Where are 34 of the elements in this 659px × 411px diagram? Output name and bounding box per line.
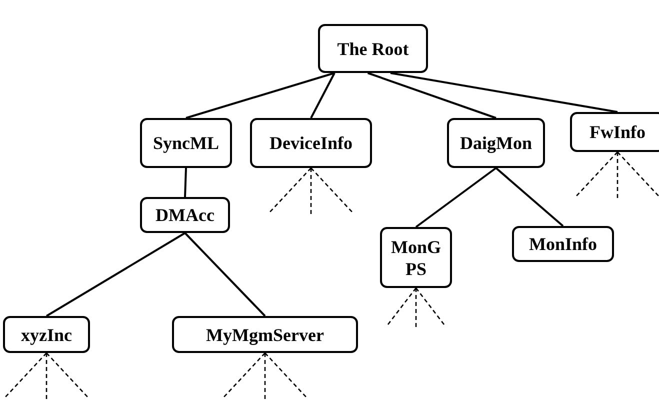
- tree-node-box: The Root: [318, 24, 428, 73]
- dashed-line: [617, 152, 659, 198]
- connector-line: [367, 72, 496, 119]
- dashed-line: [616, 152, 618, 200]
- tree-node-box: FwInfo: [570, 112, 659, 152]
- tree-node-box: DaigMon: [447, 118, 545, 168]
- tree-node-box: DMAcc: [140, 197, 230, 233]
- tree-node-box: xyzInc: [3, 316, 90, 353]
- connector-line: [184, 168, 187, 198]
- dashed-line: [264, 352, 308, 398]
- tree-node-box: DeviceInfo: [250, 118, 372, 168]
- dashed-line: [386, 288, 417, 327]
- connector-line: [184, 232, 266, 317]
- dashed-line: [222, 352, 266, 398]
- connector-line: [310, 72, 336, 118]
- dashed-line: [415, 288, 417, 329]
- dashed-line: [46, 352, 89, 398]
- dashed-line: [46, 353, 48, 401]
- dashed-line: [4, 352, 47, 398]
- tree-node-box: MonG PS: [380, 227, 452, 288]
- dashed-line: [310, 168, 312, 216]
- dashed-line: [268, 168, 312, 214]
- connector-line: [415, 167, 497, 228]
- connector-line: [495, 167, 564, 227]
- connector-line: [390, 72, 618, 113]
- connector-line: [46, 232, 186, 317]
- dashed-line: [264, 353, 266, 401]
- tree-node-box: MonInfo: [512, 226, 614, 262]
- dashed-line: [575, 152, 618, 198]
- connector-line: [186, 72, 335, 119]
- tree-node-box: SyncML: [140, 118, 232, 168]
- dashed-line: [310, 168, 354, 214]
- tree-node-box: MyMgmServer: [172, 316, 358, 353]
- dashed-line: [415, 288, 446, 327]
